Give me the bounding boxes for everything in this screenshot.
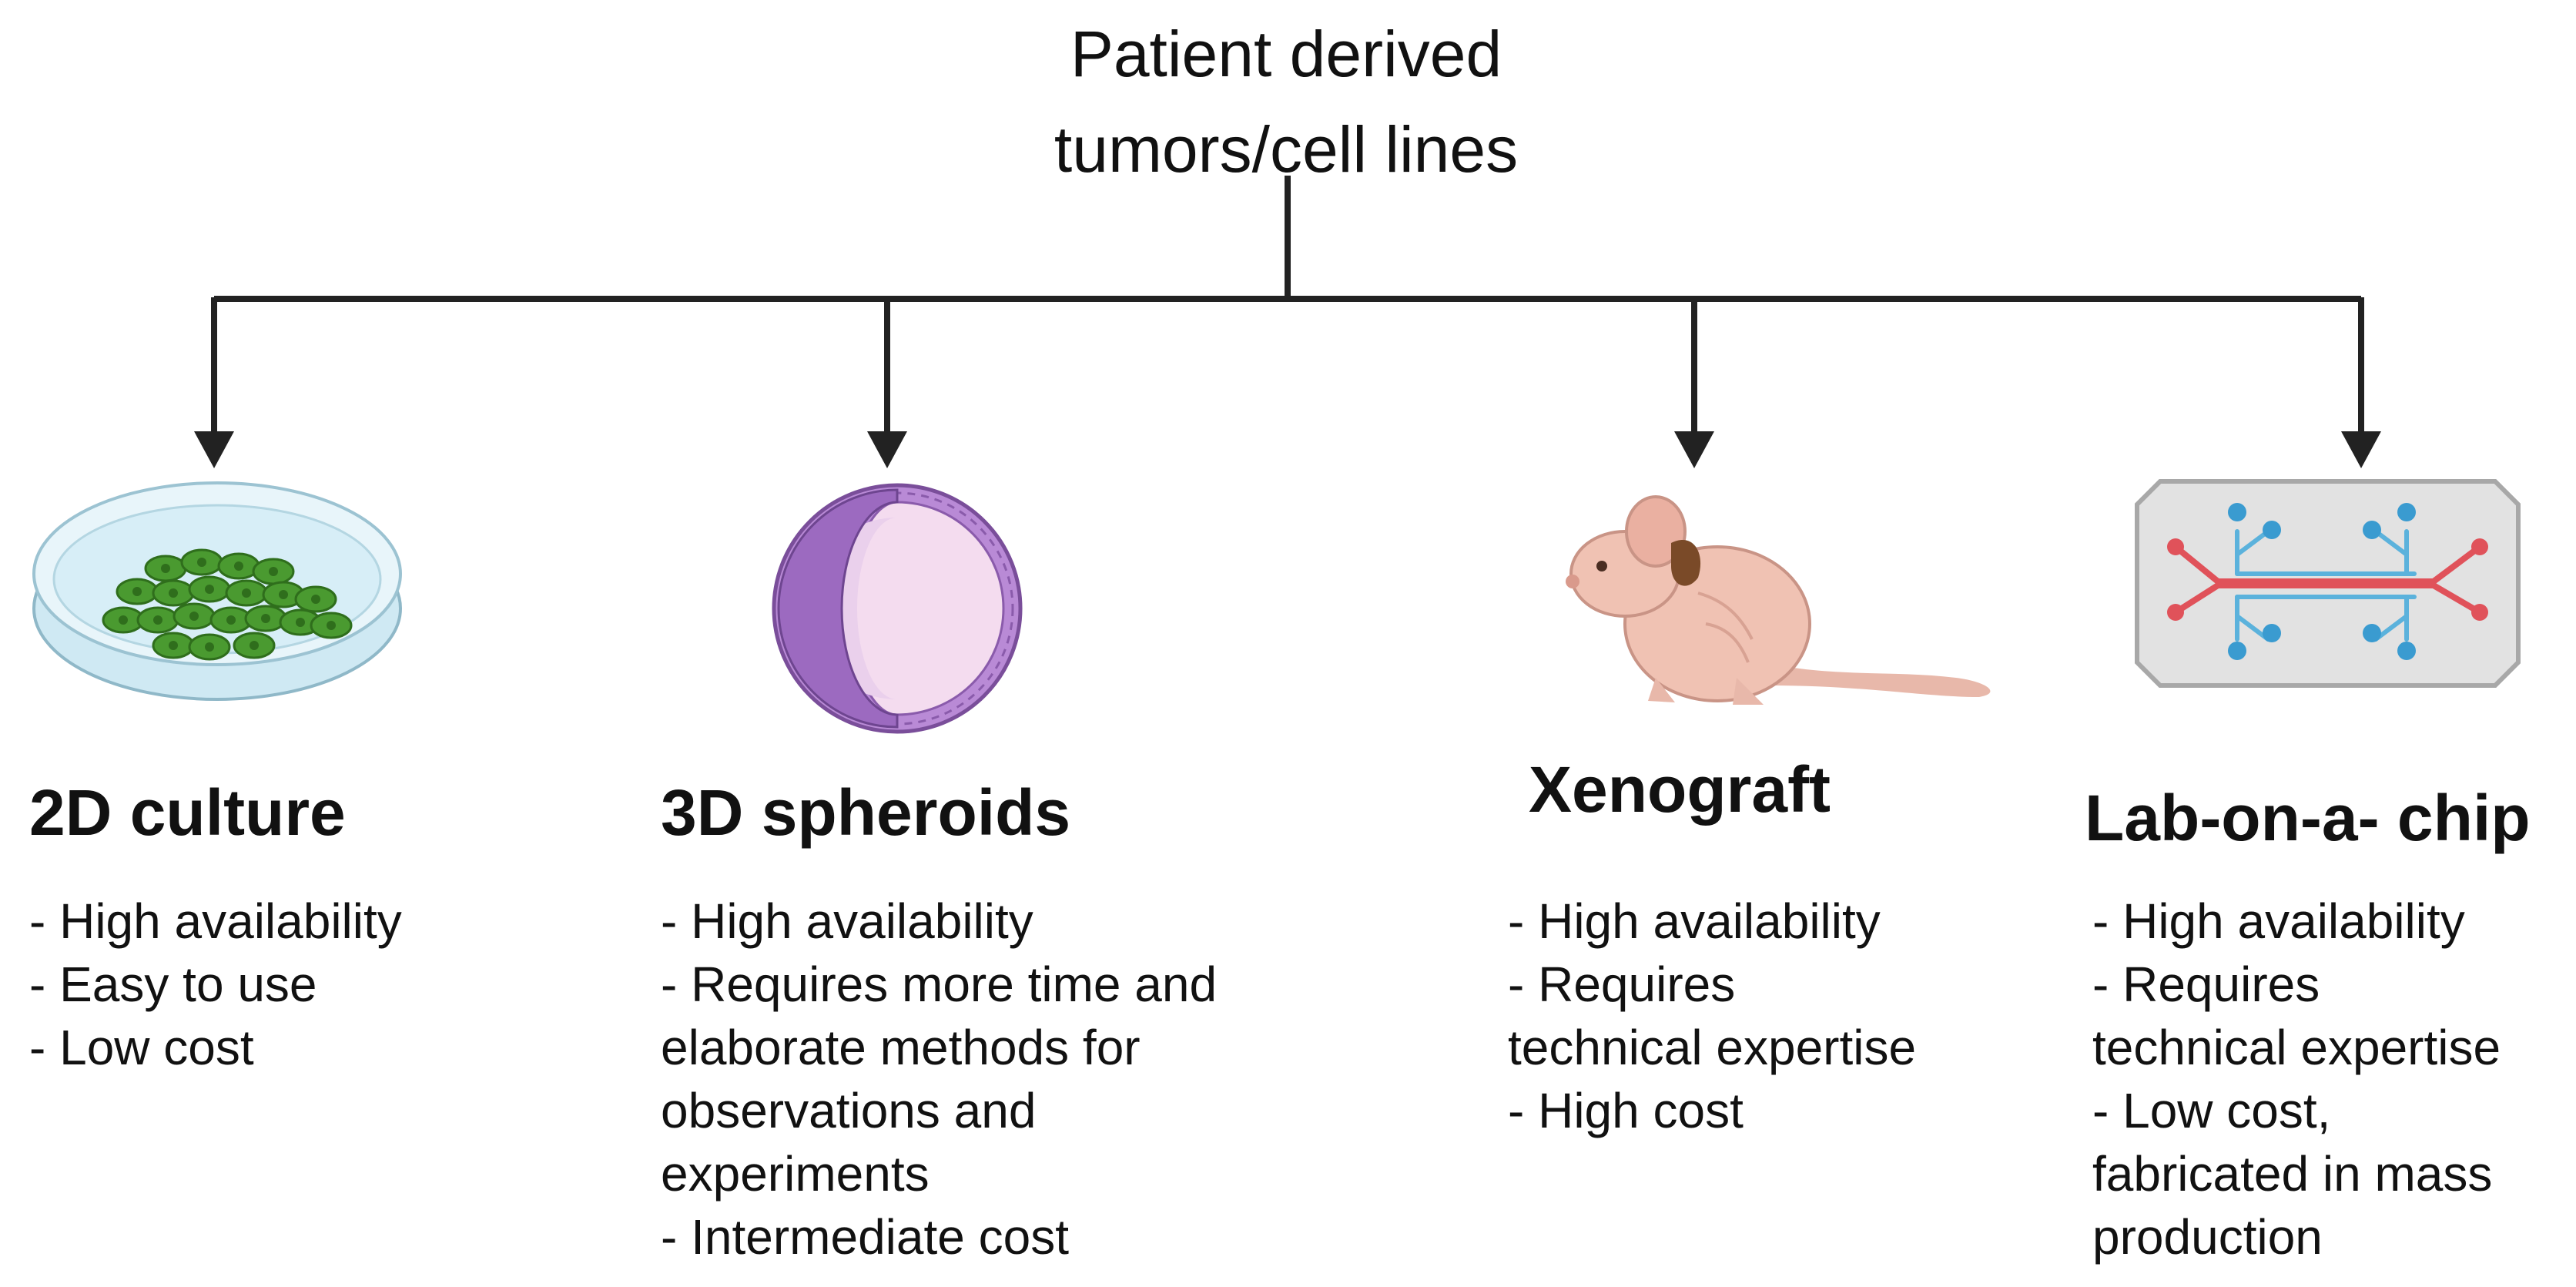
list-item: - Easy to use (29, 957, 317, 1012)
list-item: - High cost (1508, 1083, 1744, 1138)
arrowhead-2d (194, 431, 234, 468)
model-points-2d-culture: - High availability - Easy to use - Low … (29, 890, 402, 1079)
model-points-xenograft: - High availability - Requires technical… (1508, 890, 1916, 1142)
list-item: - Low cost, (2092, 1083, 2331, 1138)
list-item: technical expertise (1508, 1020, 1917, 1075)
root-title-line-2: tumors/cell lines (1054, 113, 1519, 186)
spheroid-icon (772, 483, 1023, 734)
list-item: observations and (661, 1083, 1037, 1138)
model-title-xenograft: Xenograft (1529, 753, 1831, 826)
model-title-2d-culture: 2D culture (29, 776, 346, 849)
model-title-3d-spheroids: 3D spheroids (661, 776, 1071, 849)
arrowhead-xeno (1674, 431, 1714, 468)
petri-dish-icon (32, 481, 402, 701)
list-item: - Requires (1508, 957, 1736, 1012)
list-item: - High availability (1508, 893, 1881, 949)
connector-lines (211, 176, 2364, 435)
list-item: fabricated in mass (2092, 1146, 2493, 1202)
list-item: technical expertise (2092, 1020, 2501, 1075)
root-title-line-1: Patient derived (1070, 18, 1502, 90)
list-item: - High availability (661, 893, 1033, 949)
arrowhead-chip (2341, 431, 2381, 468)
list-item: production (2092, 1209, 2323, 1265)
nude-mouse-icon (1566, 495, 1991, 705)
model-points-3d-spheroids: - High availability - Requires more time… (661, 890, 1217, 1269)
list-item: - High availability (2092, 893, 2465, 949)
list-item: experiments (661, 1146, 930, 1202)
model-points-lab-on-a-chip: - High availability - Requires technical… (2092, 890, 2501, 1269)
arrowhead-3d (867, 431, 907, 468)
microfluidic-chip-icon (2135, 479, 2521, 688)
arrowheads (194, 431, 2381, 468)
list-item: - High availability (29, 893, 402, 949)
list-item: - Low cost (29, 1020, 254, 1075)
model-title-lab-on-a-chip: Lab-on-a- chip (2085, 782, 2531, 854)
list-item: - Intermediate cost (661, 1209, 1069, 1265)
list-item: - Requires more time and (661, 957, 1218, 1012)
list-item: - Requires (2092, 957, 2320, 1012)
list-item: elaborate methods for (661, 1020, 1141, 1075)
root-node-title: Patient derived tumors/cell lines (824, 6, 1748, 197)
